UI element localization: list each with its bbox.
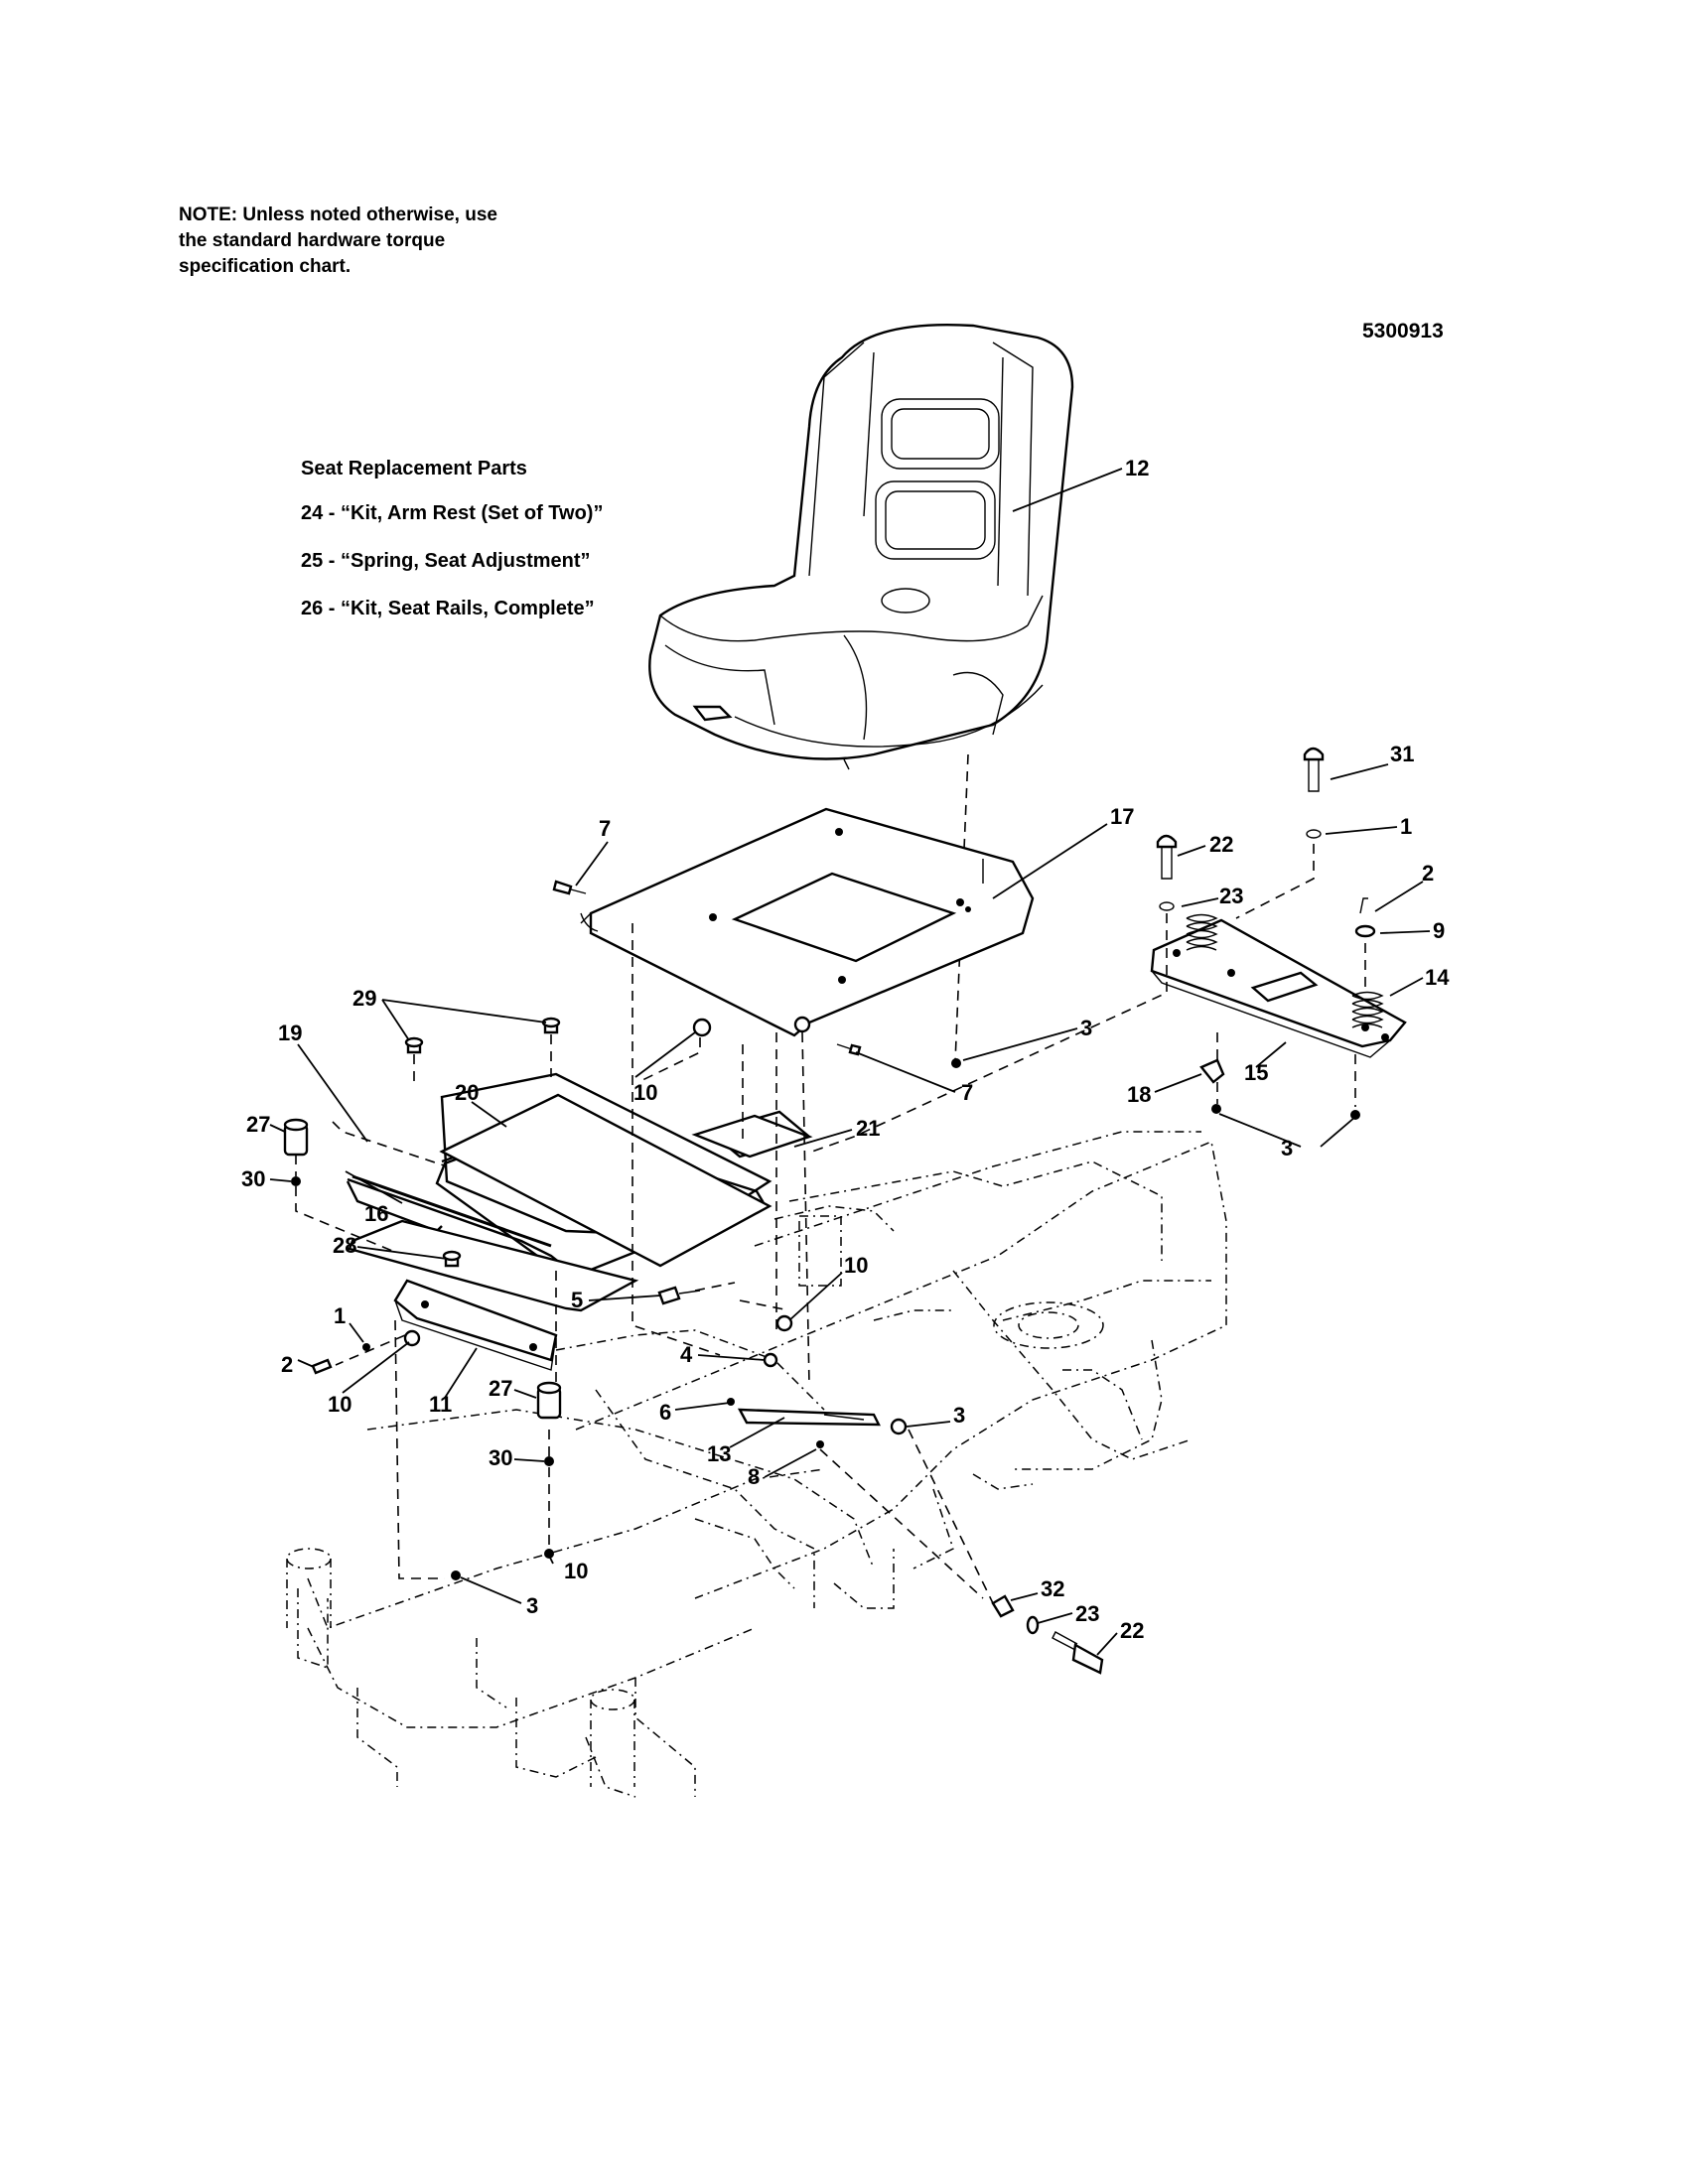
callout-label: 22 <box>1209 832 1233 857</box>
callout-label: 27 <box>489 1376 512 1401</box>
callout-label: 15 <box>1244 1060 1268 1085</box>
callout-label: 3 <box>1080 1016 1092 1040</box>
callout-label: 30 <box>241 1166 265 1191</box>
replacement-part-item: 24 - “Kit, Arm Rest (Set of Two)” <box>301 502 604 524</box>
callout-label: 23 <box>1219 884 1243 908</box>
guide-line <box>1235 844 1315 919</box>
callout-labels: 12 31 17 7 22 1 23 2 9 14 3 29 19 20 10 … <box>241 456 1450 1643</box>
callout-label: 13 <box>707 1441 731 1466</box>
callout-label: 28 <box>333 1233 356 1258</box>
callout-label: 10 <box>328 1392 351 1417</box>
replacement-part-item: 26 - “Kit, Seat Rails, Complete” <box>301 598 595 619</box>
callout-label: 11 <box>429 1392 452 1417</box>
callout-label: 1 <box>334 1303 346 1328</box>
spring-bracket-assembly <box>1150 747 1407 1120</box>
callout-label: 10 <box>564 1559 588 1583</box>
torque-note: NOTE: Unless noted otherwise, use the st… <box>179 203 596 280</box>
callout-label: 17 <box>1110 804 1134 829</box>
document-number: 5300913 <box>1362 320 1444 342</box>
note-line: specification chart. <box>179 256 351 277</box>
callout-label: 32 <box>1041 1576 1064 1601</box>
tractor-frame <box>286 1131 1227 1798</box>
guide-line <box>811 948 1168 1153</box>
callout-label: 20 <box>455 1080 479 1105</box>
callout-label: 30 <box>489 1445 512 1470</box>
callout-label: 10 <box>844 1253 868 1278</box>
callout-label: 18 <box>1127 1082 1151 1107</box>
callout-label: 29 <box>352 986 376 1011</box>
callout-label: 1 <box>1400 814 1412 839</box>
callout-label: 16 <box>364 1201 388 1226</box>
callout-label: 2 <box>1422 861 1434 886</box>
callout-label: 7 <box>599 816 611 841</box>
note-line: the standard hardware torque <box>179 230 446 251</box>
leader-lines <box>269 468 1431 1656</box>
callout-label: 10 <box>633 1080 657 1105</box>
callout-label: 12 <box>1125 456 1149 480</box>
callout-label: 5 <box>571 1288 583 1312</box>
callout-label: 9 <box>1433 918 1445 943</box>
callout-label: 21 <box>856 1116 880 1141</box>
hardware <box>283 880 1104 1675</box>
callout-label: 7 <box>961 1080 973 1105</box>
callout-label: 14 <box>1425 965 1450 990</box>
callout-label: 3 <box>953 1403 965 1428</box>
replacement-parts-list: Seat Replacement Parts 24 - “Kit, Arm Re… <box>301 458 603 645</box>
replacement-part-item: 25 - “Spring, Seat Adjustment” <box>301 550 591 572</box>
callout-label: 27 <box>246 1112 270 1137</box>
callout-label: 8 <box>748 1464 760 1489</box>
callout-label: 22 <box>1120 1618 1144 1643</box>
callout-label: 3 <box>1281 1136 1293 1160</box>
callout-label: 31 <box>1390 742 1414 766</box>
seat <box>648 323 1074 770</box>
guide-lines <box>295 923 994 1604</box>
callout-label: 19 <box>278 1021 302 1045</box>
callout-label: 3 <box>526 1593 538 1618</box>
replacement-parts-title: Seat Replacement Parts <box>301 458 527 479</box>
callout-label: 23 <box>1075 1601 1099 1626</box>
seat-rail-assembly <box>346 1072 812 1312</box>
callout-label: 4 <box>680 1342 693 1367</box>
note-line: NOTE: Unless noted otherwise, use <box>179 205 497 225</box>
callout-label: 6 <box>659 1400 671 1425</box>
seat-pan <box>580 807 1035 1037</box>
bracket <box>393 1279 558 1371</box>
callout-label: 2 <box>281 1352 293 1377</box>
